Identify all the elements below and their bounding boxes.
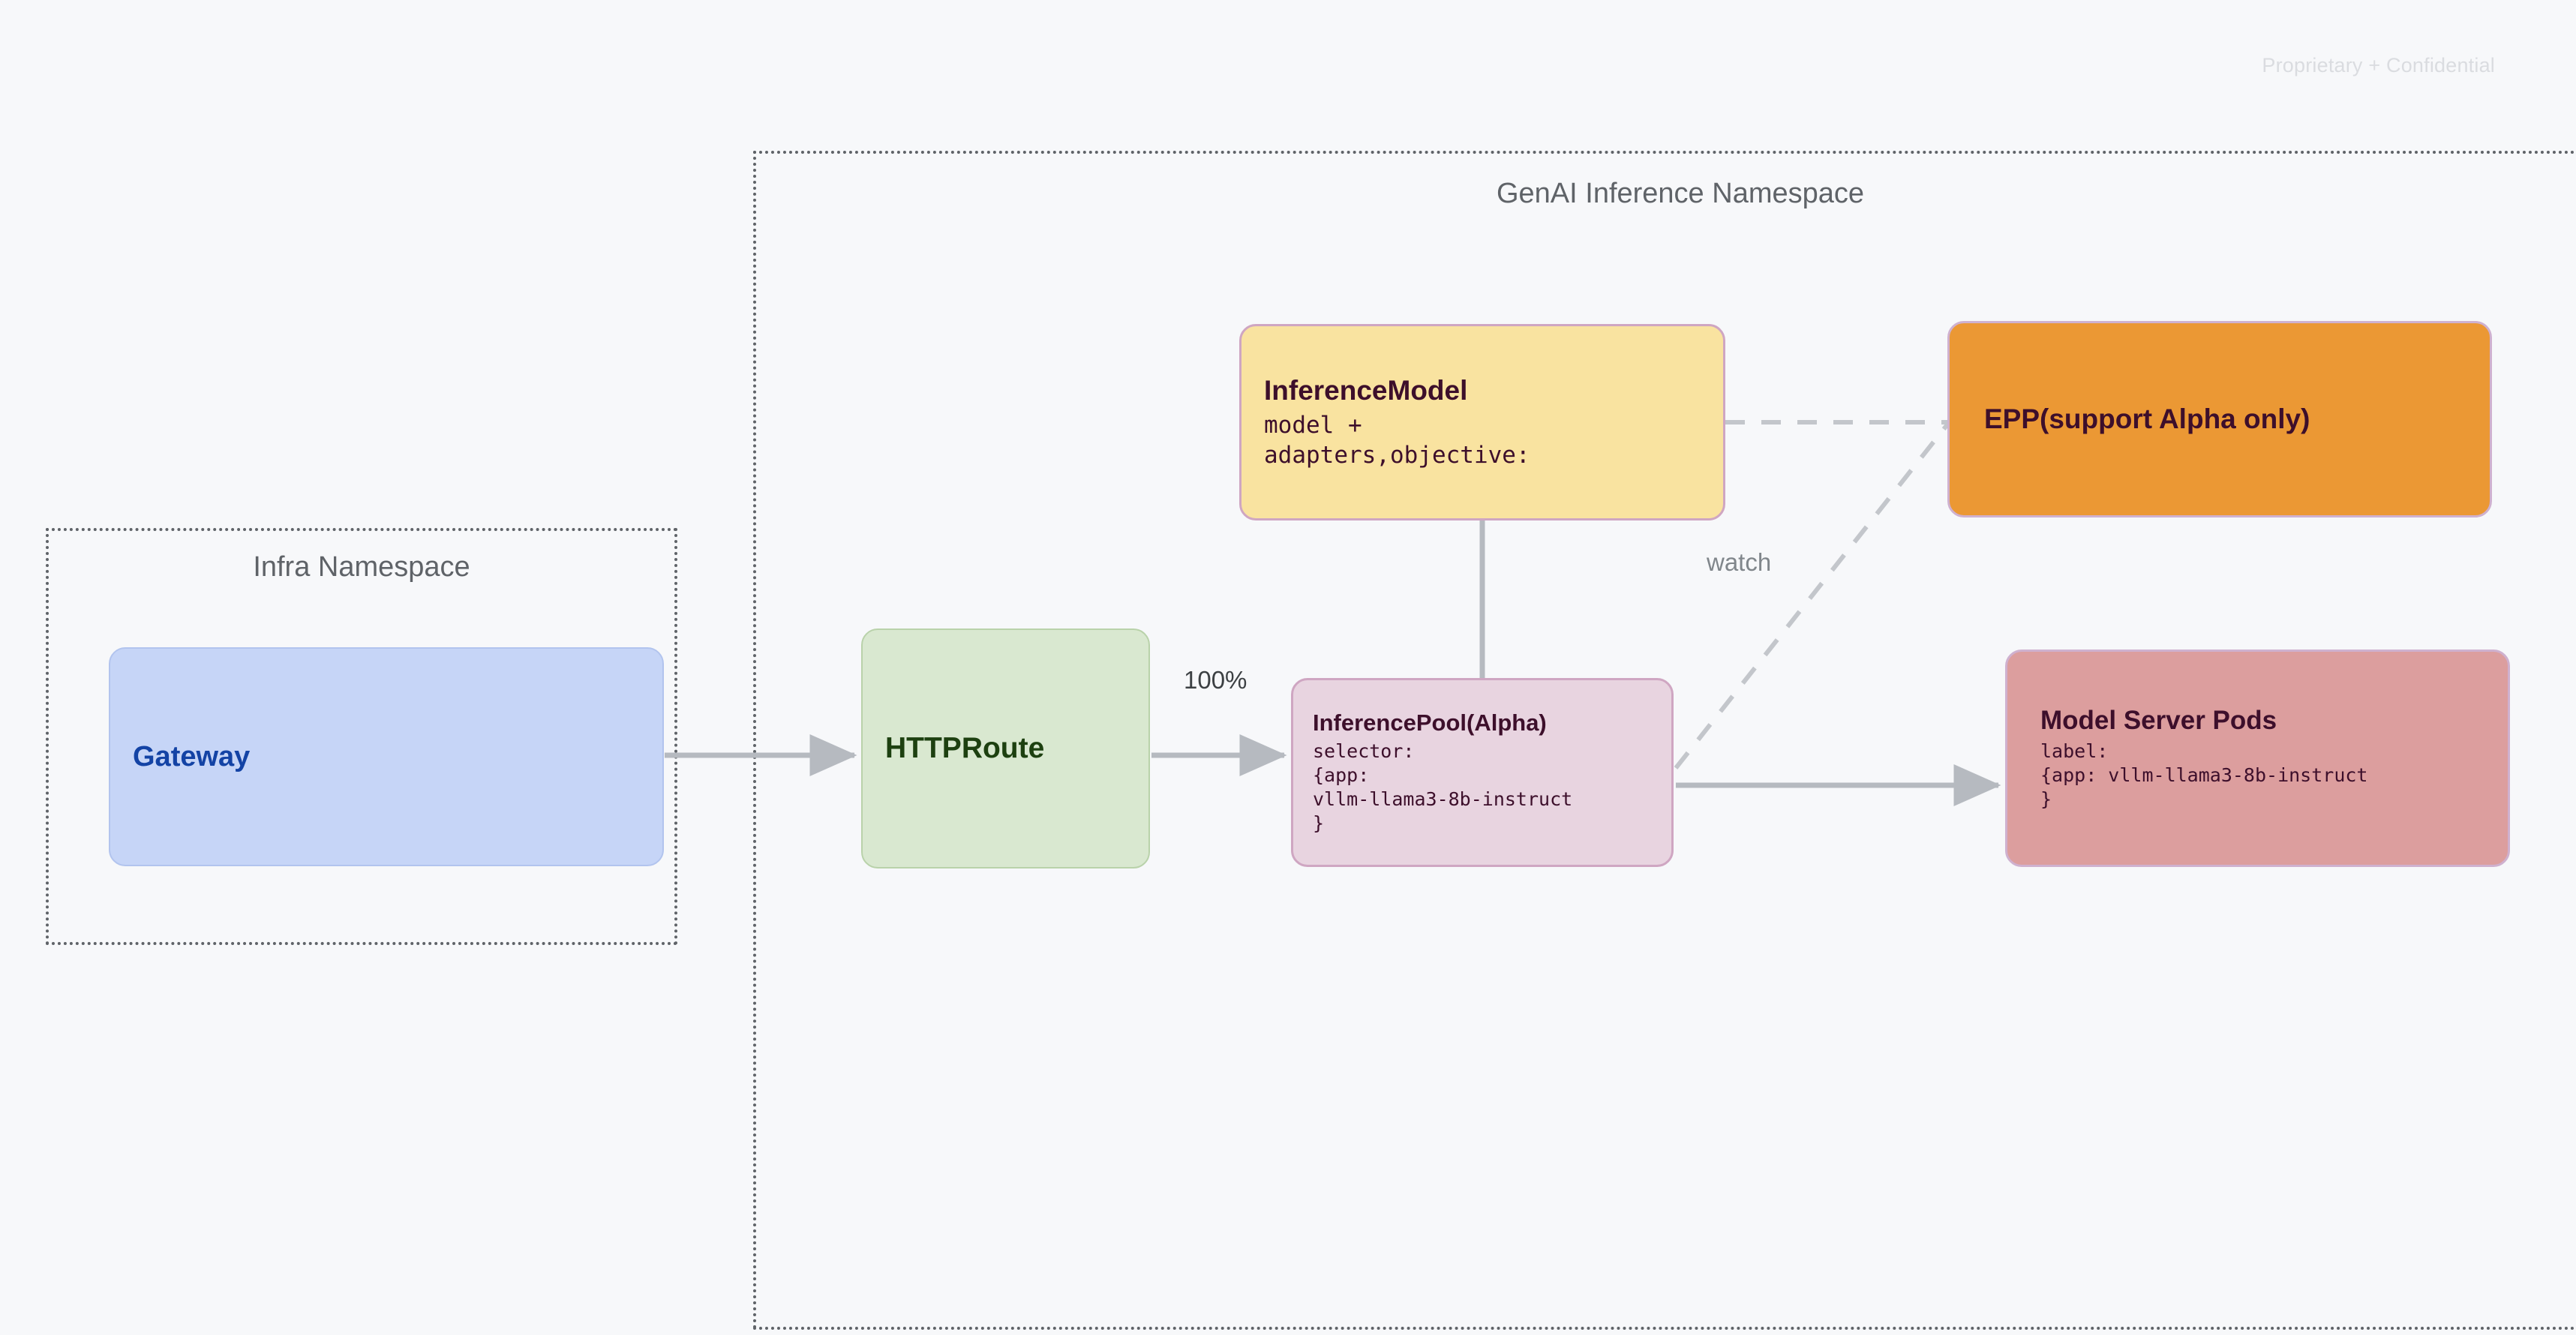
node-model-server-pods-title: Model Server Pods — [2040, 706, 2277, 736]
namespace-title-infra: Infra Namespace — [253, 551, 470, 583]
node-httproute[interactable]: HTTPRoute — [861, 628, 1150, 868]
confidentiality-watermark: Proprietary + Confidential — [2262, 54, 2495, 76]
node-model-server-pods[interactable]: Model Server Pods label: {app: vllm-llam… — [2005, 650, 2510, 867]
node-inference-pool-detail: selector: {app: vllm-llama3-8b-instruct … — [1313, 740, 1573, 834]
node-inference-pool[interactable]: InferencePool(Alpha) selector: {app: vll… — [1291, 678, 1674, 867]
node-inference-pool-title: InferencePool(Alpha) — [1313, 710, 1547, 736]
node-model-server-pods-detail: label: {app: vllm-llama3-8b-instruct } — [2040, 740, 2368, 810]
node-inference-model-detail: model + adapters,objective: — [1264, 412, 1530, 469]
edge-label-traffic-weight: 100% — [1184, 666, 1247, 694]
edge-label-watch: watch — [1707, 548, 1772, 576]
node-inference-model-title: InferenceModel — [1264, 374, 1468, 406]
namespace-container-genai — [753, 151, 2576, 1330]
node-epp[interactable]: EPP(support Alpha only) — [1947, 321, 2492, 518]
namespace-container-infra — [46, 528, 677, 945]
node-inference-model[interactable]: InferenceModel model + adapters,objectiv… — [1239, 324, 1725, 520]
namespace-title-genai: GenAI Inference Namespace — [1496, 178, 1865, 209]
node-gateway[interactable]: Gateway — [109, 647, 664, 866]
node-epp-title: EPP(support Alpha only) — [1984, 404, 2310, 435]
node-gateway-title: Gateway — [133, 740, 251, 772]
node-httproute-title: HTTPRoute — [885, 731, 1045, 764]
